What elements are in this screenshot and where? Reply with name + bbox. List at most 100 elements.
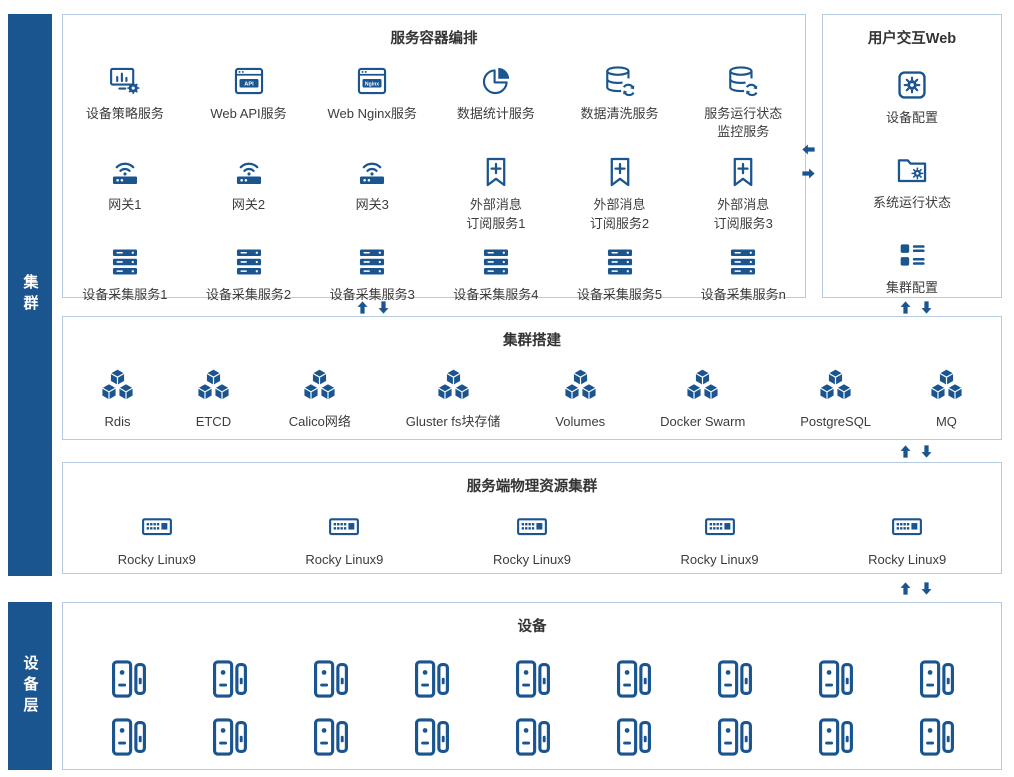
web-item-label: 系统运行状态: [872, 195, 951, 211]
devices-row-2: [63, 714, 1001, 760]
physical-cluster-panel: 服务端物理资源集群 Rocky Linux9 Rocky Linux9 Rock…: [62, 462, 1002, 574]
setup-physical-flow-arrows: [898, 444, 934, 459]
web-item: 集群配置: [886, 238, 938, 297]
arrow-left-icon: [801, 142, 816, 157]
gateway-icon: [108, 155, 142, 189]
cubes-icon: [299, 366, 340, 406]
access-device-icon: [511, 656, 553, 702]
service-item: 设备采集服务5: [558, 245, 682, 304]
component-item: MQ: [926, 366, 967, 431]
access-device-icon: [208, 656, 250, 702]
access-device-icon: [814, 656, 856, 702]
computer-icon: [136, 510, 178, 544]
cubes-icon: [433, 366, 474, 406]
computer-icon: [699, 510, 741, 544]
access-device-icon: [410, 714, 452, 760]
access-device-icon: [814, 714, 856, 760]
computer-icon: [323, 510, 365, 544]
access-device-icon: [915, 656, 957, 702]
service-label: 设备采集服务5: [576, 286, 663, 302]
server-stack-icon: [232, 245, 266, 279]
service-item: 外部消息 订阅服务1: [434, 155, 558, 232]
host-label: Rocky Linux9: [117, 552, 196, 567]
host-item: Rocky Linux9: [626, 510, 814, 569]
service-label: 数据清洗服务: [580, 106, 659, 121]
component-item: Calico网络: [289, 366, 351, 431]
bookmark-plus-icon: [726, 155, 760, 189]
service-label: 数据统计服务: [456, 106, 535, 121]
orchestration-panel: 服务容器编排 设备策略服务 API Web API服务 Nginx Web Ng…: [62, 14, 806, 302]
service-label: 网关2: [231, 197, 266, 213]
host-label: Rocky Linux9: [492, 552, 571, 567]
service-label: 外部消息 订阅服务1: [466, 197, 526, 231]
component-label: MQ: [935, 414, 957, 429]
component-label: Rdis: [104, 414, 131, 429]
arrow-up-icon: [355, 300, 370, 315]
arrow-right-icon: [801, 166, 816, 181]
orchestration-row-3: 设备采集服务1 设备采集服务2 设备采集服务3 设备采集服务4 设备采集服务5 …: [63, 245, 805, 304]
arrow-down-icon: [919, 581, 934, 596]
web-panel-items: 设备配置 系统运行状态 集群配置: [823, 68, 1001, 298]
access-device-icon: [309, 714, 351, 760]
component-item: PostgreSQL: [800, 366, 871, 431]
orchestration-title: 服务容器编排: [390, 31, 478, 47]
service-item: 设备采集服务n: [681, 245, 805, 304]
service-label: 网关1: [108, 197, 142, 213]
web-orchestration-flow-arrows: [801, 142, 816, 181]
service-label: 设备采集服务1: [82, 286, 168, 302]
host-label: Rocky Linux9: [680, 552, 759, 567]
access-device-icon: [208, 714, 250, 760]
service-label: 设备采集服务4: [453, 286, 539, 302]
gateway-icon: [355, 155, 389, 189]
service-item: 外部消息 订阅服务3: [681, 155, 805, 232]
access-device-icon: [107, 656, 149, 702]
service-item: 网关2: [187, 155, 311, 214]
service-item: 设备策略服务: [63, 64, 187, 123]
host-item: Rocky Linux9: [813, 510, 1001, 569]
physical-cluster-row: Rocky Linux9 Rocky Linux9 Rocky Linux9 R…: [63, 510, 1001, 569]
access-device-icon: [915, 714, 957, 760]
svg-text:Nginx: Nginx: [365, 82, 379, 88]
access-device-icon: [612, 656, 654, 702]
nginx-window-icon: Nginx: [355, 64, 389, 98]
arrow-up-icon: [898, 300, 913, 315]
service-item: 设备采集服务4: [434, 245, 558, 304]
service-label: Web API服务: [210, 106, 287, 121]
component-item: Gluster fs块存储: [405, 366, 501, 431]
gear-square-icon: [895, 68, 929, 102]
database-sync-icon: [603, 64, 637, 98]
component-label: PostgreSQL: [800, 414, 872, 429]
device-layer-label: 设备层: [21, 654, 39, 718]
service-label: 外部消息 订阅服务2: [589, 197, 650, 231]
physical-devices-flow-arrows: [898, 581, 934, 596]
arrow-down-icon: [919, 300, 934, 315]
cubes-icon: [193, 366, 234, 406]
cubes-icon: [560, 366, 601, 406]
service-item: 网关3: [310, 155, 434, 214]
service-item: 设备采集服务1: [63, 245, 187, 304]
cubes-icon: [926, 366, 967, 406]
service-item: 网关1: [63, 155, 187, 214]
cubes-icon: [682, 366, 723, 406]
pie-chart-icon: [479, 64, 513, 98]
arrow-up-icon: [898, 444, 913, 459]
component-label: Volumes: [555, 414, 606, 429]
orchestration-row-2: 网关1 网关2 网关3 外部消息 订阅服务1 外部消息 订阅服务2 外部消息 订…: [63, 155, 805, 232]
computer-icon: [511, 510, 553, 544]
service-item: 数据统计服务: [434, 64, 558, 123]
access-device-icon: [309, 656, 351, 702]
server-stack-icon: [603, 245, 637, 279]
access-device-icon: [612, 714, 654, 760]
server-stack-icon: [479, 245, 513, 279]
service-label: 设备采集服务2: [205, 286, 292, 302]
host-label: Rocky Linux9: [305, 552, 384, 567]
service-item: 设备采集服务3: [310, 245, 434, 304]
web-panel-title: 用户交互Web: [867, 31, 957, 47]
web-panel: 用户交互Web 设备配置 系统运行状态 集群配置: [822, 14, 1002, 298]
orchestration-row-1: 设备策略服务 API Web API服务 Nginx Web Nginx服务 数…: [63, 64, 805, 141]
component-label: Gluster fs块存储: [405, 414, 501, 429]
cubes-icon: [815, 366, 856, 406]
folder-gear-icon: [895, 153, 929, 187]
host-item: Rocky Linux9: [438, 510, 626, 569]
